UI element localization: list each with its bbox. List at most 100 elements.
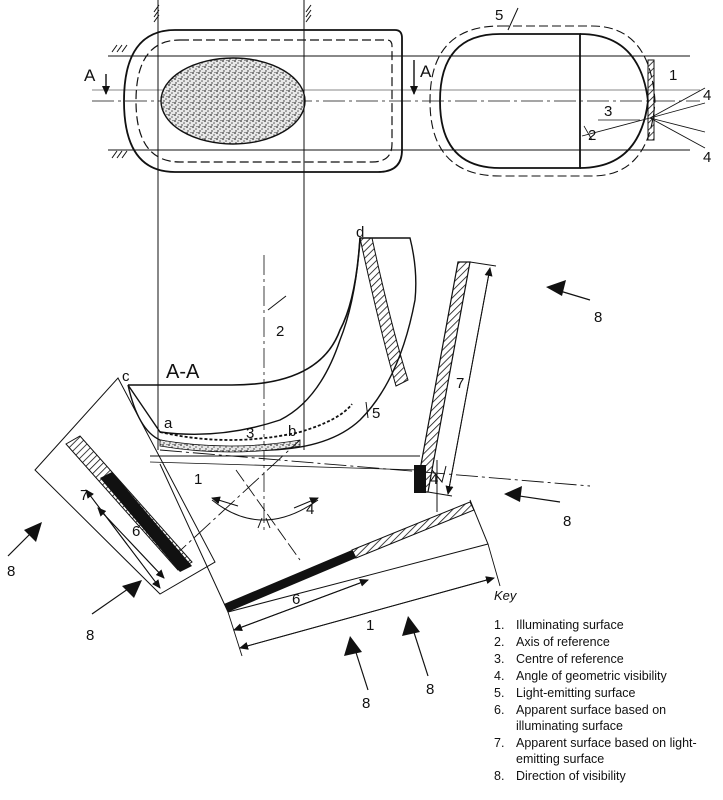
key-item-text: Apparent surface based on illuminating s… <box>516 703 667 733</box>
key-item-number: 1. <box>494 618 505 632</box>
label-5-top: 5 <box>495 7 503 24</box>
leader-2-top <box>583 125 593 141</box>
left-projection-frame <box>34 377 216 595</box>
dim-arrow-1-bottom-back <box>239 577 495 650</box>
key-item-text: Apparent surface based on light-emitting… <box>516 736 697 766</box>
direction-arrow-head-3 <box>24 522 42 542</box>
leader-5-top <box>507 7 519 31</box>
key-item-number: 5. <box>494 686 505 700</box>
key-list: 1. Illuminating surface 2. Axis of referen… <box>494 617 719 784</box>
key-item: 7. Apparent surface based on light-emitti… <box>494 735 719 767</box>
label-1-top: 1 <box>669 67 677 84</box>
direction-arrow-head-5 <box>344 636 362 656</box>
label-4-top-a: 4 <box>703 87 711 104</box>
key-item-text: Axis of reference <box>516 635 610 649</box>
illuminating-surface-stipple <box>160 57 306 145</box>
dim-ext-bottom-left <box>227 611 243 657</box>
angle-of-visibility-arc <box>211 499 319 521</box>
key-item: 1. Illuminating surface <box>494 617 719 633</box>
key-legend: Key 1. Illuminating surface 2. Axis of ref… <box>494 588 719 785</box>
hatch-ticks-bottom-left <box>111 150 128 159</box>
right-lamp-outer-dashed <box>429 25 656 177</box>
key-item-number: 6. <box>494 703 505 717</box>
key-item: 2. Axis of reference <box>494 634 719 650</box>
section-view: A-A c a b d 2 5 3 1 4 <box>7 224 602 712</box>
label-3-top: 3 <box>604 103 612 120</box>
label-2-top: 2 <box>588 127 596 144</box>
dim-arrow-6-bottom-back <box>233 579 369 631</box>
label-8-a: 8 <box>594 309 602 326</box>
visibility-rays-top <box>649 87 706 149</box>
right-lamp-outline <box>439 33 581 169</box>
apparent-surface-6-left <box>100 472 192 572</box>
bottom-projection-frame <box>159 463 489 613</box>
point-b: b <box>288 423 296 440</box>
key-item: 6. Apparent surface based on illuminating… <box>494 702 719 734</box>
dim-arrow-7-left-back <box>85 489 161 589</box>
key-item-text: Angle of geometric visibility <box>516 669 667 683</box>
section-label-left: A <box>84 66 96 85</box>
key-item-number: 8. <box>494 769 505 783</box>
direction-arrow-head-4 <box>122 580 142 598</box>
key-item-number: 7. <box>494 736 505 750</box>
label-8-f: 8 <box>426 681 434 698</box>
label-8-e: 8 <box>362 695 370 712</box>
visibility-axis-left <box>169 439 301 561</box>
key-item: 3.Centre of reference <box>494 651 719 667</box>
light-emitting-edge <box>647 59 655 141</box>
key-item-text: Direction of visibility <box>516 769 626 783</box>
direction-arrow-head-1 <box>546 280 566 296</box>
dim-7-right-bottom <box>427 491 453 497</box>
dim-arrow-6-left-back <box>97 507 165 579</box>
label-7-left: 7 <box>80 487 88 504</box>
small-angle-4 <box>431 465 447 484</box>
apparent-surface-hatched-bottom <box>351 501 475 559</box>
point-c: c <box>122 368 130 385</box>
visibility-axis-right <box>159 449 591 487</box>
dim-arrow-7-right-back <box>447 267 493 495</box>
hatch-ticks-top-left <box>111 44 128 53</box>
section-title: A-A <box>166 361 200 383</box>
dim-ext-bottom-right <box>487 543 501 587</box>
lens-stipple-band <box>159 439 301 453</box>
label-7-right: 7 <box>456 375 464 392</box>
left-lamp-inner-dashed <box>135 39 393 163</box>
label-4-mid: 4 <box>306 501 314 518</box>
key-item-number: 4. <box>494 669 505 683</box>
centre-tick <box>257 517 271 529</box>
section-label-right: A <box>420 62 432 81</box>
key-item-text: Centre of reference <box>516 652 624 666</box>
top-view: A A 5 1 3 2 4 4 <box>84 0 711 530</box>
key-item: 4. Angle of geometric visibility <box>494 668 719 684</box>
apparent-surface-6-bottom <box>224 550 356 612</box>
leader-2-mid <box>267 295 287 311</box>
label-3-mid: 3 <box>246 425 254 442</box>
label-1-bottom: 1 <box>366 617 374 634</box>
label-6-left: 6 <box>132 523 140 540</box>
angle-arrow-right <box>293 497 319 509</box>
direction-arrow-head-6 <box>402 616 420 636</box>
reference-plane-line-2 <box>149 461 421 471</box>
key-item-number: 2. <box>494 635 505 649</box>
visibility-axis-bottom <box>235 469 301 561</box>
angle-arrow-left <box>211 496 239 507</box>
hatch-ticks-vertical-right <box>305 4 312 23</box>
direction-arrows: 8 8 8 8 8 8 <box>7 280 602 712</box>
ray-to-centre <box>581 117 651 137</box>
label-8-b: 8 <box>563 513 571 530</box>
left-lamp-outline <box>123 29 403 173</box>
key-item-text: Light-emitting surface <box>516 686 636 700</box>
lamp-wall-hatched <box>359 237 409 387</box>
label-8-d: 8 <box>86 627 94 644</box>
label-2-mid: 2 <box>276 323 284 340</box>
key-item: 5. Light-emitting surface <box>494 685 719 701</box>
direction-arrow-head-2 <box>504 486 522 502</box>
label-1-mid: 1 <box>194 471 202 488</box>
key-item-text: Illuminating surface <box>516 618 624 632</box>
label-8-c: 8 <box>7 563 15 580</box>
leader-5-mid <box>365 401 369 419</box>
point-a: a <box>164 415 173 432</box>
label-4-top-b: 4 <box>703 149 711 166</box>
key-title: Key <box>494 588 517 603</box>
